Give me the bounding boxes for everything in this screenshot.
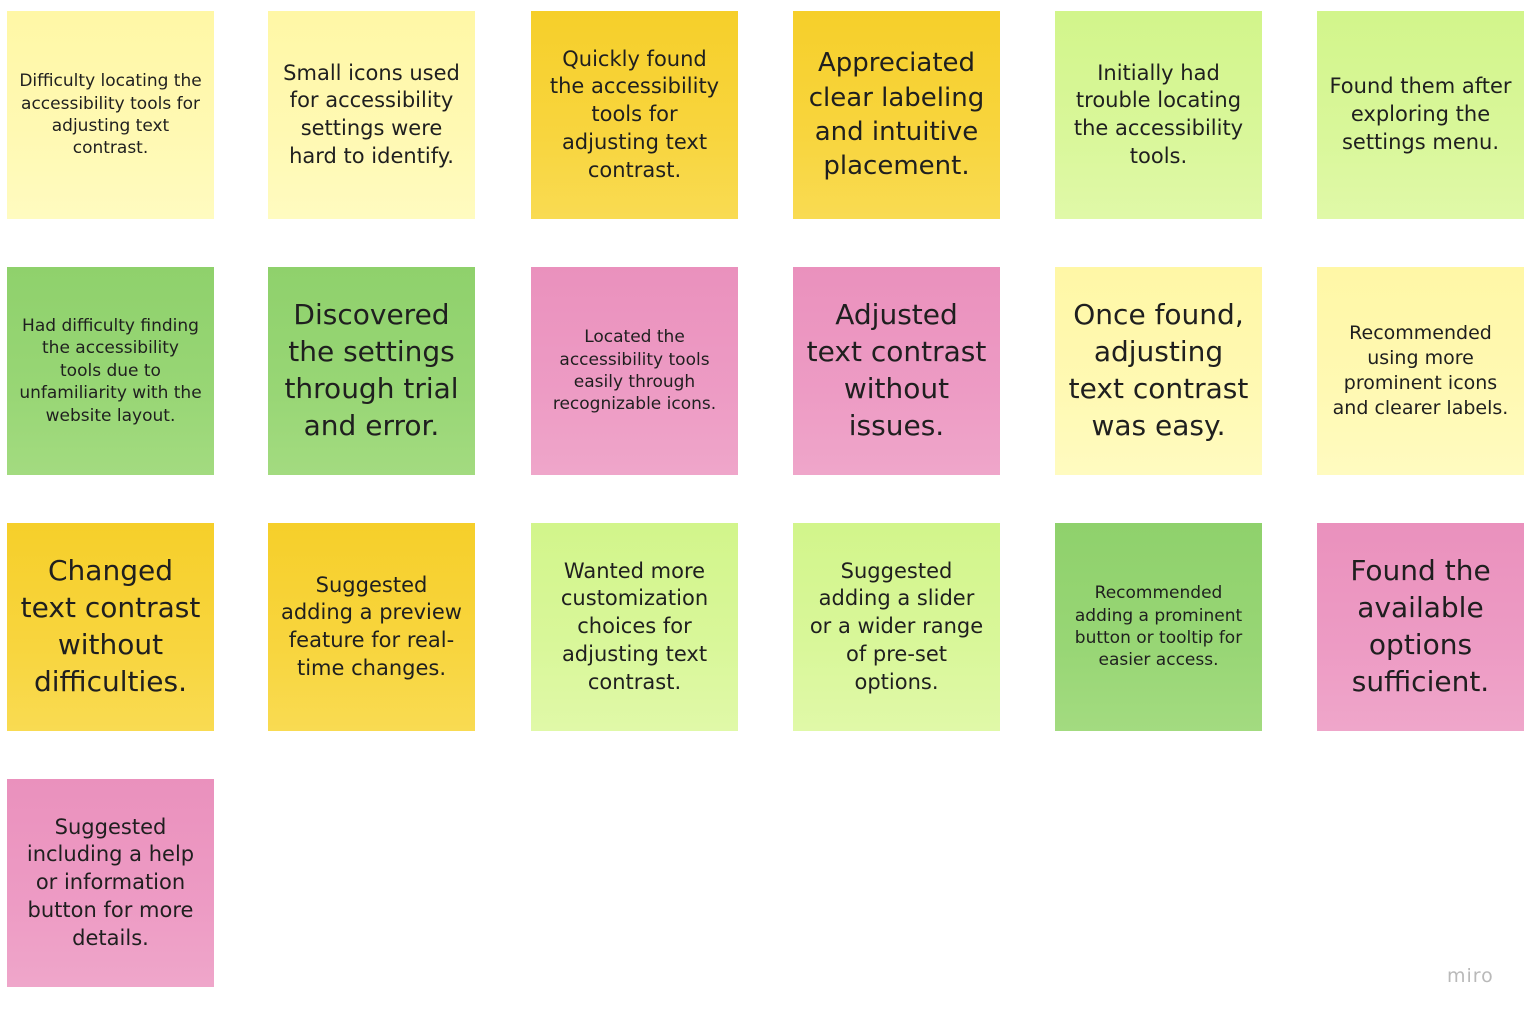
sticky-note-text: Quickly found the accessibility tools fo… <box>549 46 720 182</box>
sticky-note-text: Recommended using more prominent icons a… <box>1332 321 1509 420</box>
sticky-note-text: Had difficulty finding the accessibility… <box>19 315 202 426</box>
sticky-note-6[interactable]: Found them after exploring the settings … <box>1317 11 1524 219</box>
sticky-note-text: Found them after exploring the settings … <box>1329 74 1512 154</box>
sticky-note-13[interactable]: Changed text contrast without difficulti… <box>7 523 214 731</box>
sticky-note-text: Found the available options sufficient. <box>1350 554 1491 698</box>
sticky-note-text: Suggested adding a preview feature for r… <box>280 572 462 680</box>
sticky-note-1[interactable]: Difficulty locating the accessibility to… <box>7 11 214 219</box>
sticky-note-11[interactable]: Once found, adjusting text contrast was … <box>1055 267 1262 475</box>
sticky-note-7[interactable]: Had difficulty finding the accessibility… <box>7 267 214 475</box>
sticky-note-10[interactable]: Adjusted text contrast without issues. <box>793 267 1000 475</box>
sticky-note-text: Initially had trouble locating the acces… <box>1073 60 1244 168</box>
sticky-note-text: Wanted more customization choices for ad… <box>560 558 709 694</box>
sticky-note-text: Once found, adjusting text contrast was … <box>1068 298 1249 442</box>
sticky-note-19[interactable]: Suggested including a help or informatio… <box>7 779 214 987</box>
sticky-note-text: Recommended adding a prominent button or… <box>1074 583 1243 671</box>
miro-logo-watermark: miro <box>1447 965 1494 987</box>
sticky-note-17[interactable]: Recommended adding a prominent button or… <box>1055 523 1262 731</box>
sticky-note-text: Suggested adding a slider or a wider ran… <box>809 558 984 694</box>
sticky-note-text: Difficulty locating the accessibility to… <box>19 71 202 159</box>
sticky-note-text: Suggested including a help or informatio… <box>26 814 195 950</box>
sticky-note-18[interactable]: Found the available options sufficient. <box>1317 523 1524 731</box>
sticky-note-4[interactable]: Appreciated clear labeling and intuitive… <box>793 11 1000 219</box>
sticky-note-2[interactable]: Small icons used for accessibility setti… <box>268 11 475 219</box>
sticky-note-text: Appreciated clear labeling and intuitive… <box>808 48 985 182</box>
sticky-note-text: Discovered the settings through trial an… <box>284 298 459 442</box>
sticky-note-text: Adjusted text contrast without issues. <box>806 298 987 442</box>
sticky-note-3[interactable]: Quickly found the accessibility tools fo… <box>531 11 738 219</box>
sticky-note-16[interactable]: Suggested adding a slider or a wider ran… <box>793 523 1000 731</box>
sticky-note-8[interactable]: Discovered the settings through trial an… <box>268 267 475 475</box>
sticky-note-12[interactable]: Recommended using more prominent icons a… <box>1317 267 1524 475</box>
sticky-note-9[interactable]: Located the accessibility tools easily t… <box>531 267 738 475</box>
sticky-note-text: Changed text contrast without difficulti… <box>20 554 201 698</box>
sticky-note-5[interactable]: Initially had trouble locating the acces… <box>1055 11 1262 219</box>
sticky-note-text: Located the accessibility tools easily t… <box>552 327 717 415</box>
sticky-note-text: Small icons used for accessibility setti… <box>283 60 460 168</box>
sticky-note-14[interactable]: Suggested adding a preview feature for r… <box>268 523 475 731</box>
sticky-note-15[interactable]: Wanted more customization choices for ad… <box>531 523 738 731</box>
